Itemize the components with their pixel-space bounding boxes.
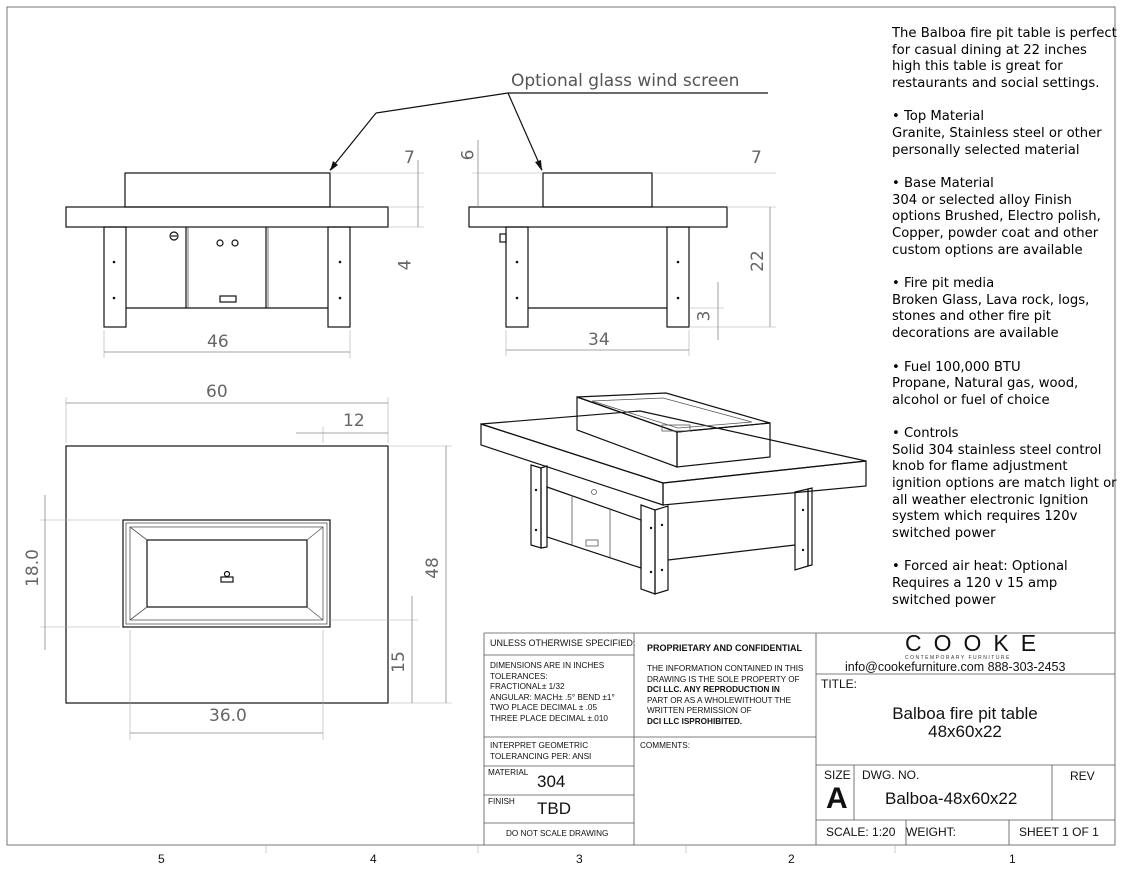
- comments-label: COMMENTS:: [640, 741, 691, 750]
- dwg-no-value: Balboa-48x60x22: [885, 789, 1018, 808]
- do-not-scale-label: DO NOT SCALE DRAWING: [506, 829, 609, 838]
- brand-logo: COOKE: [905, 630, 1049, 656]
- dim-side-top-rise: 7: [751, 148, 762, 168]
- material-label: MATERIAL: [488, 768, 529, 777]
- dim-plan-burner-offset: 15: [388, 651, 409, 673]
- dim-plan-depth: 48: [422, 557, 443, 579]
- proprietary-line: DRAWING IS THE SOLE PROPERTY OF: [647, 674, 800, 684]
- tolerance-line: DIMENSIONS ARE IN INCHES: [490, 661, 605, 670]
- proprietary-title: PROPRIETARY AND CONFIDENTIAL: [647, 643, 803, 653]
- section-heading: • Fire pit media: [892, 276, 995, 292]
- zone-number: 5: [158, 852, 165, 866]
- title-label: TITLE:: [821, 677, 858, 691]
- section-top-material: • Top Material Granite, Stainless steel …: [892, 109, 1117, 159]
- wind-screen-leader: [329, 92, 768, 171]
- section-body: Broken Glass, Lava rock, logs, stones an…: [892, 292, 1090, 341]
- tolerance-line: FRACTIONAL± 1/32: [490, 682, 565, 691]
- size-label: SIZE: [824, 768, 851, 782]
- zone-ticks: [265, 845, 896, 853]
- isometric-view: [480, 392, 867, 595]
- interpret-note: INTERPRET GEOMETRIC TOLERANCING PER: ANS…: [490, 741, 591, 762]
- zone-number: 4: [370, 852, 377, 866]
- section-heading: • Forced air heat: Optional: [892, 559, 1068, 575]
- section-body: Propane, Natural gas, wood, alcohol or f…: [892, 376, 1079, 408]
- contact-info: info@cookefurniture.com 888-303-2453: [845, 660, 1066, 674]
- dim-plan-offset: 12: [343, 411, 365, 431]
- dim-side-width: 34: [588, 330, 610, 350]
- dwg-no-label: DWG. NO.: [862, 768, 920, 782]
- finish-value: TBD: [537, 799, 571, 818]
- dim-front-top-rise: 7: [404, 148, 415, 168]
- unless-specified-label: UNLESS OTHERWISE SPECIFIED:: [490, 638, 636, 648]
- plan-view: [40, 397, 452, 740]
- tolerance-line: TWO PLACE DECIMAL ± .05: [490, 703, 598, 712]
- weight-label: WEIGHT:: [906, 825, 956, 839]
- dim-plan-burner-width: 36.0: [209, 706, 247, 726]
- dim-front-width: 46: [207, 332, 229, 352]
- section-heading: • Fuel 100,000 BTU: [892, 359, 1021, 375]
- dim-side-screen-height: 6: [458, 149, 479, 161]
- interpret-line: INTERPRET GEOMETRIC: [490, 741, 589, 750]
- side-elevation-view: [468, 140, 776, 356]
- dim-side-height: 22: [747, 250, 768, 272]
- interpret-line: TOLERANCING PER: ANSI: [490, 751, 592, 761]
- drawing-border: [6, 6, 1116, 846]
- dim-plan-burner-depth: 18.0: [22, 549, 43, 587]
- section-body: Granite, Stainless steel or other person…: [892, 125, 1102, 158]
- dim-front-top-thickness: 4: [395, 259, 416, 271]
- proprietary-line: DCI LLC ISPROHIBITED.: [647, 716, 743, 726]
- section-forced-air: • Forced air heat: Optional Requires a 1…: [892, 559, 1117, 609]
- drawing-title: Balboa fire pit table 48x60x22: [860, 705, 1070, 741]
- section-body: 304 or selected alloy Finish options Bru…: [892, 192, 1101, 258]
- title-block-grid: [483, 632, 1115, 845]
- dim-side-base-clearance: 3: [694, 310, 715, 322]
- description-intro: The Balboa fire pit table is perfect for…: [892, 26, 1117, 91]
- section-fuel: • Fuel 100,000 BTU Propane, Natural gas,…: [892, 360, 1117, 410]
- proprietary-line: WRITTEN PERMISSION OF: [647, 706, 752, 715]
- material-value: 304: [537, 772, 566, 791]
- section-heading: • Top Material: [892, 109, 984, 125]
- section-controls: • Controls Solid 304 stainless steel con…: [892, 426, 1117, 542]
- proprietary-line: DCI LLC. ANY REPRODUCTION IN: [647, 685, 780, 694]
- tolerance-line: ANGULAR: MACH± .5° BEND ±1°: [490, 692, 615, 702]
- scale-label: SCALE: 1:20: [826, 825, 896, 839]
- tolerance-line: TOLERANCES:: [490, 671, 548, 681]
- front-elevation-view: [65, 160, 424, 358]
- dim-plan-width: 60: [206, 382, 228, 402]
- sheet-label: SHEET 1 OF 1: [1019, 825, 1099, 839]
- zone-number: 3: [576, 852, 583, 866]
- wind-screen-callout: Optional glass wind screen: [511, 71, 740, 91]
- section-heading: • Base Material: [892, 176, 994, 192]
- tolerance-line: THREE PLACE DECIMAL ±.010: [490, 713, 608, 723]
- title-line: 48x60x22: [928, 722, 1002, 741]
- proprietary-line: PART OR AS A WHOLEWITHOUT THE: [647, 695, 791, 705]
- product-description: The Balboa fire pit table is perfect for…: [892, 26, 1117, 626]
- proprietary-notice: THE INFORMATION CONTAINED IN THIS DRAWIN…: [647, 664, 803, 727]
- brand-tagline: CONTEMPORARY FURNITURE: [905, 655, 1011, 661]
- proprietary-line: THE INFORMATION CONTAINED IN THIS: [647, 664, 804, 673]
- finish-label: FINISH: [488, 797, 515, 806]
- section-fire-pit-media: • Fire pit media Broken Glass, Lava rock…: [892, 276, 1117, 342]
- tolerances-note: DIMENSIONS ARE IN INCHES TOLERANCES: FRA…: [490, 661, 615, 724]
- title-line: Balboa fire pit table: [892, 704, 1038, 723]
- zone-number: 1: [1009, 852, 1016, 866]
- section-heading: • Controls: [892, 426, 959, 442]
- size-value: A: [826, 782, 848, 815]
- rev-label: REV: [1070, 769, 1095, 783]
- section-body: Solid 304 stainless steel control knob f…: [892, 442, 1117, 541]
- zone-number: 2: [788, 852, 795, 866]
- section-body: Requires a 120 v 15 amp switched power: [892, 576, 1058, 608]
- section-base-material: • Base Material 304 or selected alloy Fi…: [892, 176, 1117, 259]
